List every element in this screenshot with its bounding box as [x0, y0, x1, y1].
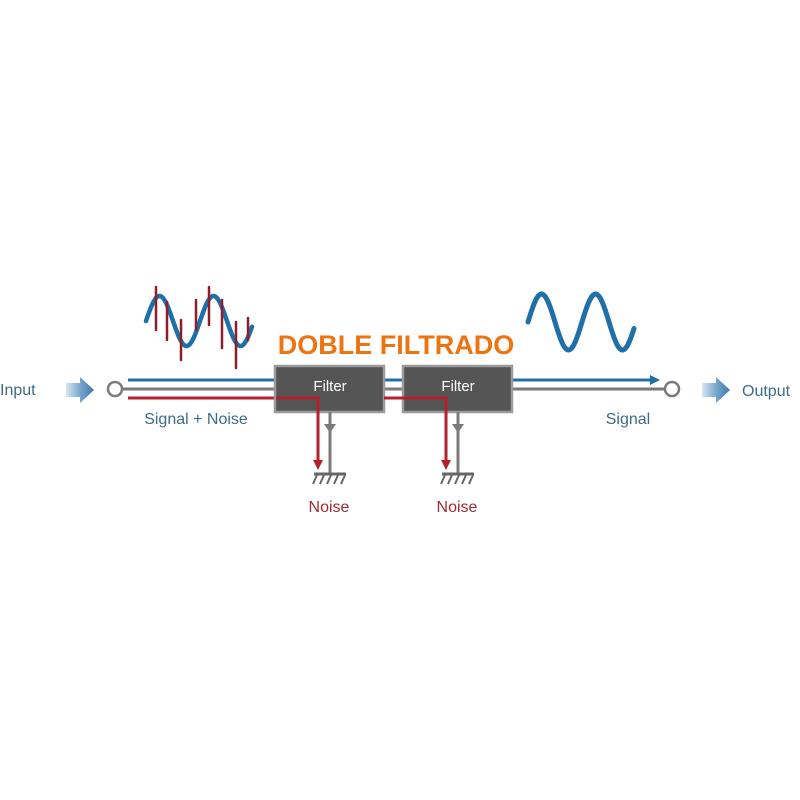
input-arrow-icon: [66, 377, 94, 403]
filter-2-label: Filter: [441, 378, 474, 395]
signal-label: Signal: [606, 411, 650, 428]
filter-block-2: Filter: [401, 364, 514, 414]
input-label: Input: [0, 382, 36, 399]
input-terminal: [106, 380, 124, 398]
output-terminal: [663, 380, 681, 398]
filter-1-label: Filter: [313, 378, 346, 395]
noise-label-1: Noise: [309, 499, 350, 516]
noise-path-1: [276, 396, 323, 470]
ground-icon: [440, 412, 474, 485]
noise-label-2: Noise: [437, 499, 478, 516]
signal-noise-label: Signal + Noise: [144, 411, 248, 428]
diagram-title: DOBLE FILTRADO: [278, 330, 514, 360]
output-arrow-icon: [702, 377, 730, 403]
filter-block-1: Filter: [273, 364, 386, 414]
output-label: Output: [742, 383, 791, 400]
noise-path-2: [384, 396, 451, 470]
clean-signal-waveform: [525, 291, 637, 353]
ground-icon: [312, 412, 346, 485]
output-signal-line: [512, 375, 660, 385]
noisy-signal-waveform: [143, 285, 255, 370]
